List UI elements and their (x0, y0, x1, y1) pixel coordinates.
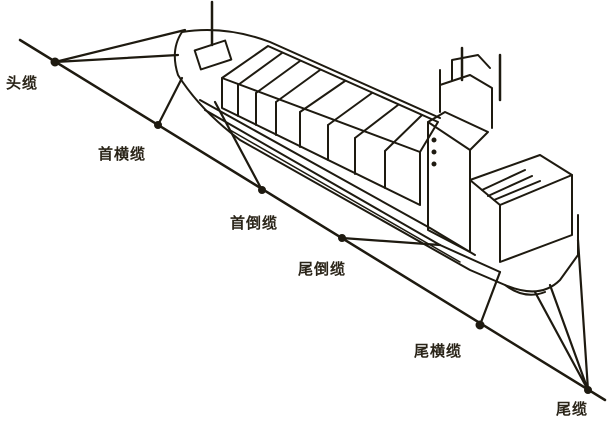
label-head-line: 头缆 (6, 74, 39, 92)
quay-edge-line (18, 38, 607, 402)
bollards (50, 57, 592, 394)
ship-hull (173, 28, 579, 296)
label-stern-breast-line: 尾横缆 (414, 342, 463, 360)
mooring-lines (53, 28, 590, 392)
container-stacks (221, 45, 439, 206)
superstructure (427, 46, 573, 263)
label-stern-spring-line: 尾倒缆 (298, 260, 347, 278)
label-stern-line: 尾缆 (556, 400, 589, 418)
label-bow-spring-line: 首倒缆 (230, 214, 279, 232)
label-bow-breast-line: 首横缆 (98, 145, 147, 163)
bow-deck (193, 0, 233, 71)
